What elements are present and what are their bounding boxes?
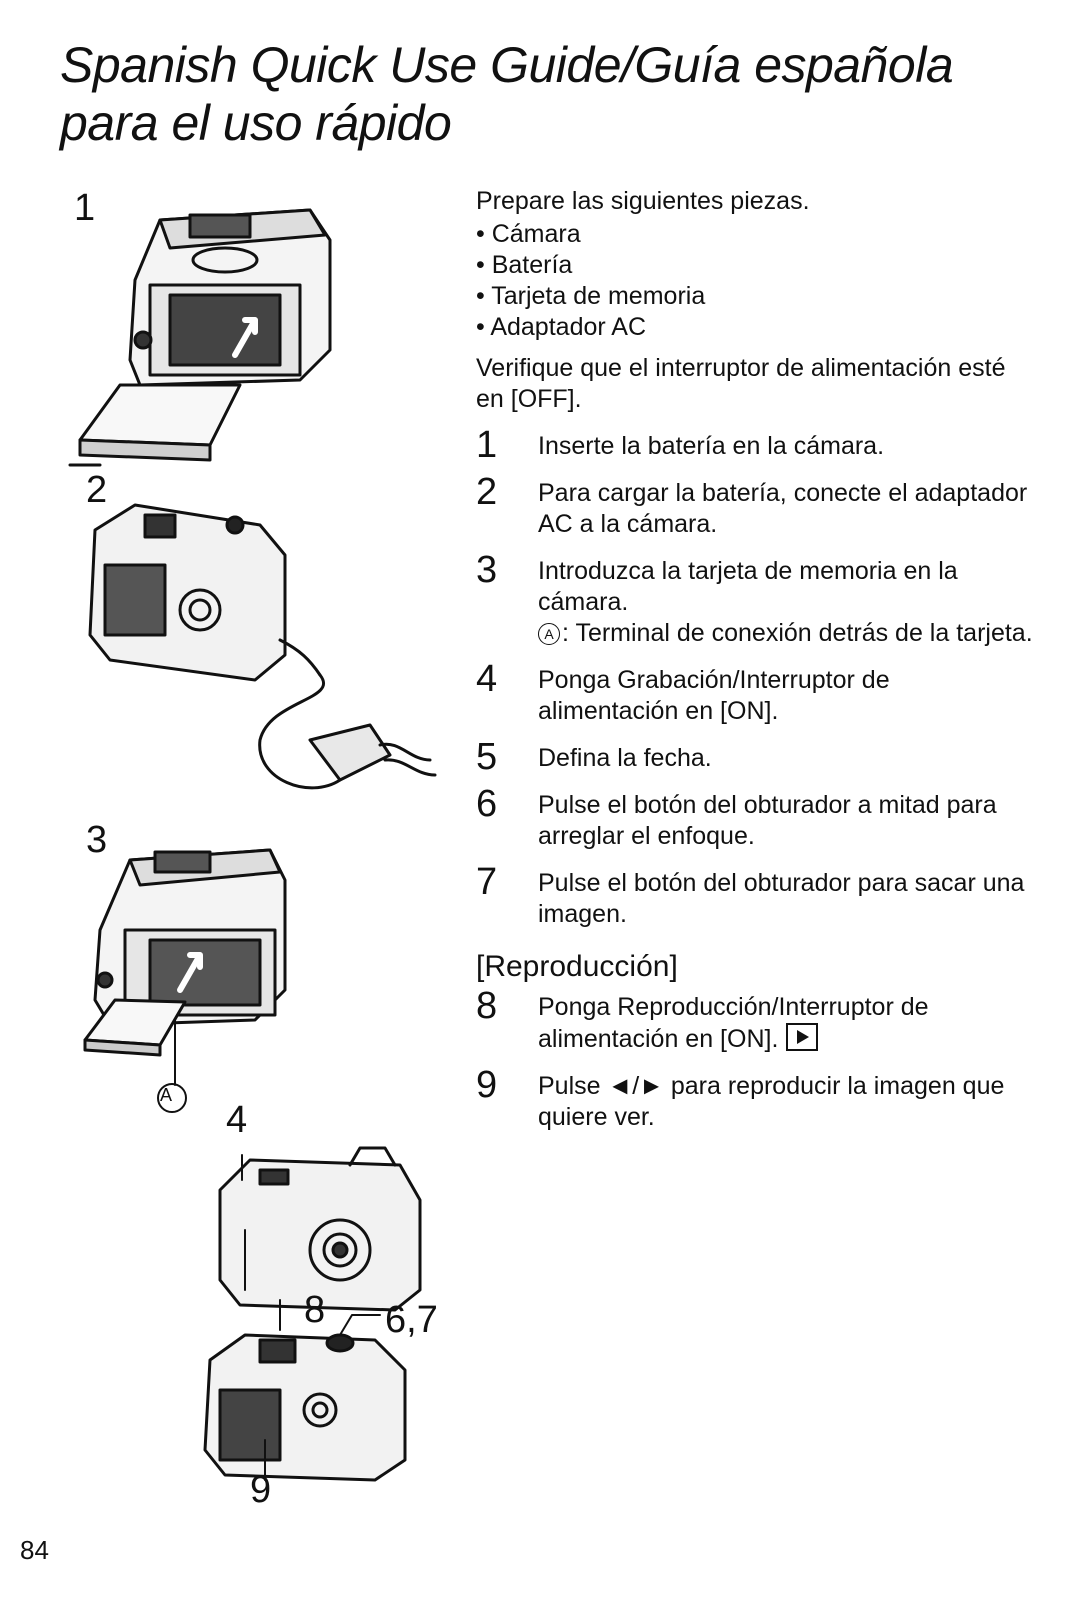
step-item: 6 Pulse el botón del obturador a mitad p… [476, 784, 1036, 852]
step-text: Ponga Grabación/Interruptor de alimentac… [538, 666, 890, 725]
figure-8-9-playback [203, 1299, 407, 1482]
figure-label-1: 1 [74, 187, 96, 229]
step-number: 2 [476, 471, 498, 513]
instructions-column: Prepare las siguientes piezas. Cámara Ba… [476, 186, 1036, 1133]
figure-label-3: 3 [86, 819, 108, 861]
list-item: Tarjeta de memoria [476, 281, 1036, 312]
step-item: 1 Inserte la batería en la cámara. [476, 425, 1036, 465]
step-text: Ponga Reproducción/Interruptor de alimen… [538, 993, 929, 1053]
step-text: Inserte la batería en la cámara. [538, 432, 885, 460]
list-item: Adaptador AC [476, 312, 1036, 343]
illustration-column: 1 2 3 A 4 8 6,7 9 [40, 180, 480, 1520]
figure-1-battery-insert [68, 208, 332, 467]
step-item: 9 Pulse ◄/► para reproducir la imagen qu… [476, 1065, 1036, 1133]
callout-a-symbol: A [538, 623, 560, 645]
figure-2-ac-adaptor [88, 503, 437, 790]
figure-label-8: 8 [304, 1289, 326, 1331]
parts-list: Cámara Batería Tarjeta de memoria Adapta… [476, 219, 1036, 343]
step-number: 9 [476, 1064, 498, 1106]
step-text: Pulse el botón del obturador para sacar … [538, 869, 1025, 928]
steps-list: 1 Inserte la batería en la cámara. 2 Par… [476, 425, 1036, 930]
step-number: 7 [476, 861, 498, 903]
figure-label-6-7: 6,7 [385, 1299, 438, 1341]
step-number: 3 [476, 549, 498, 591]
camera-illustrations [68, 208, 437, 1482]
step-note-text: : Terminal de conexión detrás de la tarj… [562, 619, 1033, 647]
step-text: Defina la fecha. [538, 744, 712, 772]
playback-heading: [Reproducción] [476, 950, 678, 983]
page-title: Spanish Quick Use Guide/Guía española pa… [60, 37, 954, 151]
page-number: 84 [20, 1535, 49, 1565]
figure-3-memory-card [83, 848, 287, 1113]
step-number: 1 [476, 424, 498, 466]
step-text: Pulse ◄/► para reproducir la imagen que … [538, 1072, 1005, 1131]
step-note: A: Terminal de conexión detrás de la tar… [538, 618, 1036, 649]
figure-label-2: 2 [86, 469, 108, 511]
callout-a-label: A [160, 1085, 173, 1105]
playback-steps-list: 8 Ponga Reproducción/Interruptor de alim… [476, 986, 1036, 1133]
figure-label-4: 4 [226, 1099, 248, 1141]
step-text: Introduzca la tarjeta de memoria en la c… [538, 557, 958, 616]
step-item: 5 Defina la fecha. [476, 737, 1036, 777]
figure-4-power-switch [218, 1146, 422, 1312]
step-item: 4 Ponga Grabación/Interruptor de aliment… [476, 659, 1036, 727]
figure-label-9: 9 [250, 1469, 272, 1511]
verify-text: Verifique que el interruptor de alimenta… [476, 354, 1006, 413]
step-item: 7 Pulse el botón del obturador para saca… [476, 862, 1036, 930]
list-item: Batería [476, 250, 1036, 281]
step-number: 6 [476, 783, 498, 825]
step-number: 8 [476, 985, 498, 1027]
step-text: Pulse el botón del obturador a mitad par… [538, 791, 997, 850]
step-number: 4 [476, 658, 498, 700]
intro-text: Prepare las siguientes piezas. [476, 187, 810, 215]
step-item: 3 Introduzca la tarjeta de memoria en la… [476, 550, 1036, 649]
step-text: Para cargar la batería, conecte el adapt… [538, 479, 1028, 538]
step-item: 8 Ponga Reproducción/Interruptor de alim… [476, 986, 1036, 1055]
play-icon [786, 1023, 819, 1051]
step-number: 5 [476, 736, 498, 778]
step-item: 2 Para cargar la batería, conecte el ada… [476, 472, 1036, 540]
list-item: Cámara [476, 219, 1036, 250]
